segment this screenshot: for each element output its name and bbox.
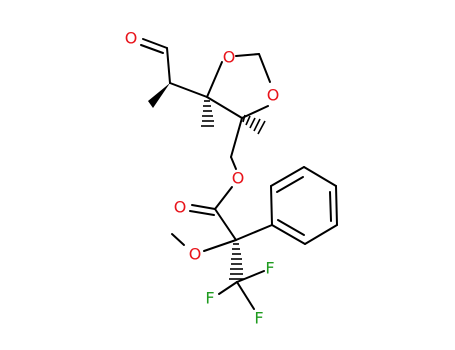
bond-cho-ch (166, 47, 171, 84)
bond-ph-1 (270, 185, 273, 226)
bond-carbonyl-double-1 (191, 204, 216, 210)
atom-o-ring-top: O (223, 48, 236, 67)
bond-ch-ringc1 (169, 82, 208, 98)
bond-carbonyl-double-2 (189, 210, 215, 216)
bond-ph-4 (335, 185, 338, 226)
atom-f-bottom: F (254, 309, 263, 328)
atom-o-aldehyde: O (125, 29, 138, 48)
bond-ph-6 (271, 224, 306, 245)
bond-ringc2-ch2 (230, 117, 243, 158)
bond-cf3-fbottom (236, 281, 255, 310)
hash-ringc2-methyl (242, 114, 266, 135)
bond-oester-carbonylc (214, 186, 233, 210)
hash-ringc1-methyl (201, 100, 214, 127)
atom-o-ester: O (232, 169, 245, 188)
bond-ph-3 (303, 166, 337, 187)
bond-ringc2-ringc1 (206, 96, 243, 119)
atom-o-methoxy: O (189, 245, 202, 264)
bond-quatc-omethoxy (203, 239, 237, 252)
bond-quatc-phenyl (235, 224, 273, 241)
atom-o-ring-right: O (267, 86, 280, 105)
bond-ph-inner-2 (329, 191, 332, 222)
bond-aldehyde-double-1 (142, 38, 168, 49)
bond-omethoxy-methyl (171, 233, 185, 246)
bond-carbonylc-quatc (214, 208, 237, 241)
bond-ph-5 (304, 224, 338, 245)
bond-otop-ch2 (235, 53, 260, 57)
atom-f-right: F (265, 259, 274, 278)
bond-ringc1-otop (206, 61, 223, 98)
bond-ph-inner-1 (276, 176, 304, 193)
bond-cf3-fright (236, 270, 265, 283)
bond-ph-2 (270, 166, 305, 187)
atom-f-left: F (205, 289, 214, 308)
atom-o-carbonyl: O (174, 198, 187, 217)
wedge-ch-methyl (148, 83, 170, 108)
bond-ch2-oright (258, 53, 271, 83)
bond-cf3-fleft (218, 281, 238, 295)
bond-ch2-oester (230, 156, 237, 170)
bond-aldehyde-double-2 (140, 44, 164, 54)
bond-oright-ringc2 (241, 105, 269, 119)
hash-quatc-cf3 (229, 243, 244, 280)
bond-ph-inner-3 (277, 219, 305, 236)
